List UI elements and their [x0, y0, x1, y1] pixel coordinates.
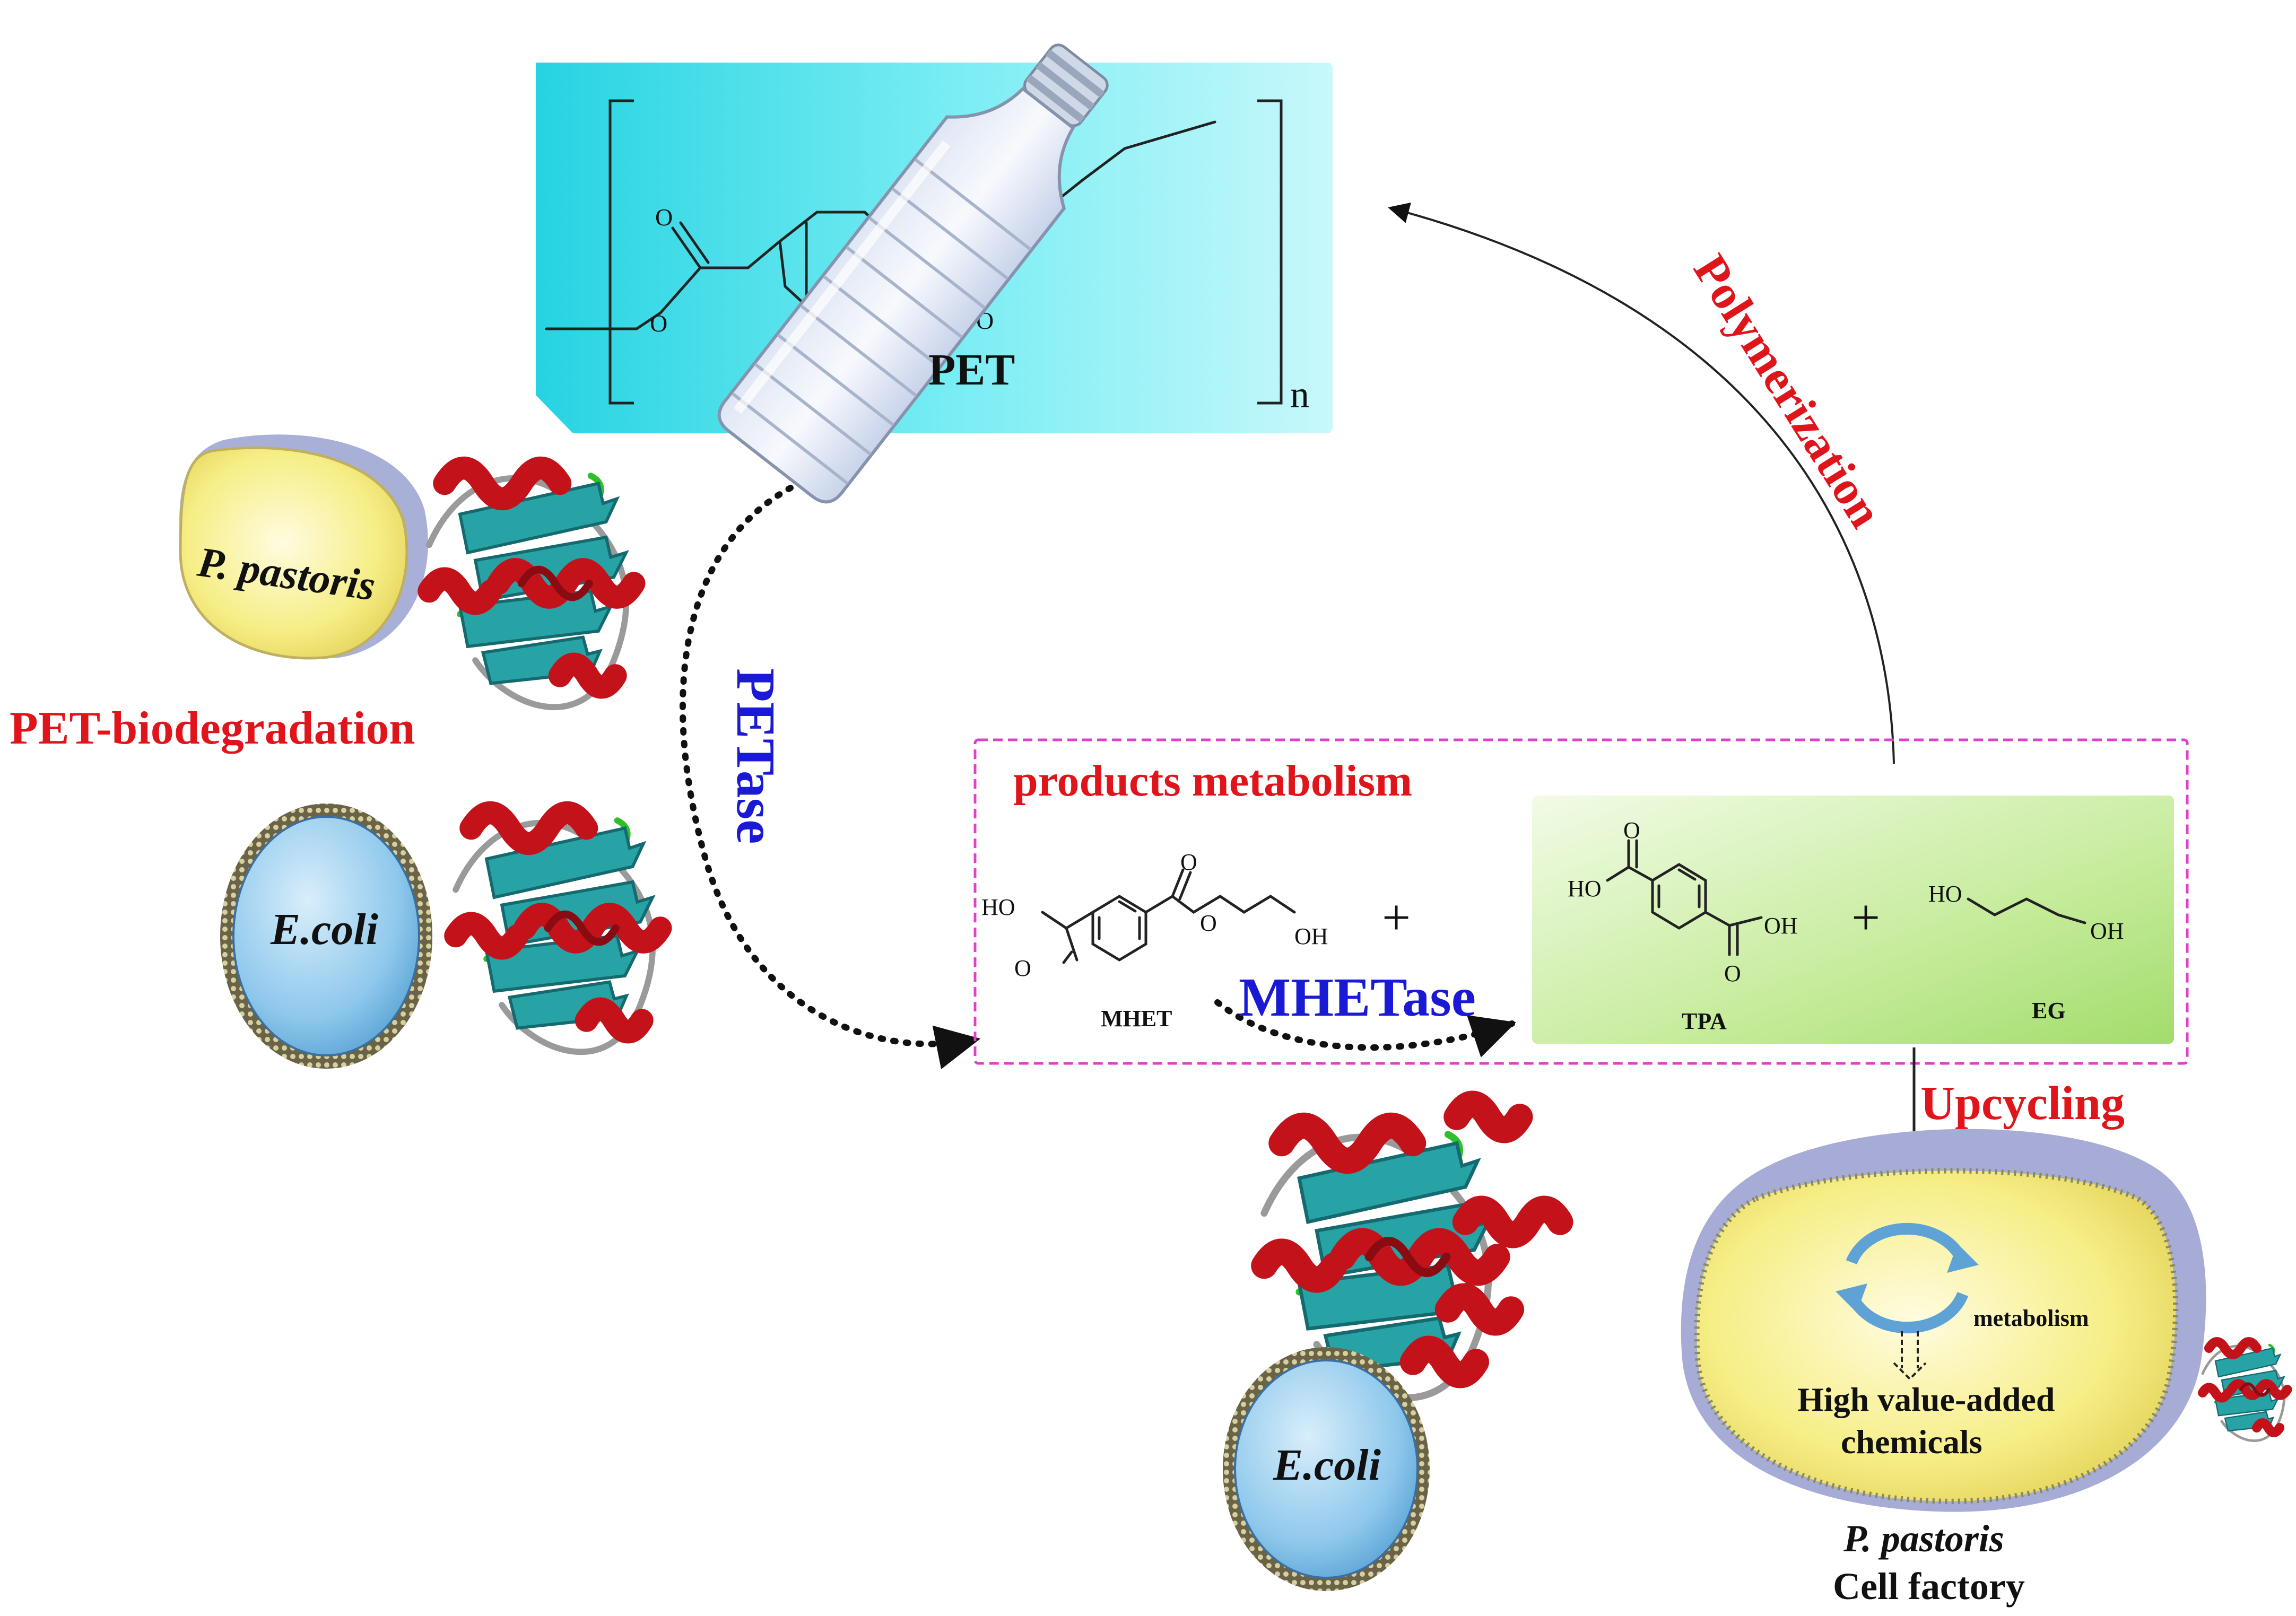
- p-pastoris-label-bottom: P. pastoris: [1843, 1517, 2004, 1560]
- plus-sign-2: +: [1851, 889, 1880, 946]
- eg-atom-oh: OH: [2090, 918, 2124, 944]
- mhet-structure: [1041, 868, 1296, 964]
- e-coli-label-left: E.coli: [270, 905, 378, 954]
- mhet-atom-ho: HO: [981, 894, 1015, 920]
- upcycling-label: Upcycling: [1920, 1077, 2125, 1130]
- small-protein-right: [2203, 1342, 2288, 1441]
- eg-name: EG: [2032, 998, 2066, 1024]
- mhet-atom-o1: O: [1014, 955, 1031, 981]
- repeat-n: n: [1290, 373, 1309, 416]
- tpa-name: TPA: [1682, 1008, 1727, 1034]
- petase-protein-top: [429, 468, 634, 707]
- products-green-box: [1532, 796, 2174, 1044]
- mhet-atom-o2: O: [1180, 849, 1197, 875]
- eg-structure: [1967, 897, 2086, 924]
- metabolism-cycle-icon: [1836, 1222, 1979, 1334]
- right-bracket: [1257, 99, 1283, 405]
- pet-biodegradation-label: PET-biodegradation: [10, 703, 415, 754]
- e-coli-cell-bottom: E.coli: [1223, 1347, 1430, 1591]
- plus-sign-1: +: [1382, 889, 1411, 946]
- polymerization-label: Polymerization: [1683, 246, 1892, 536]
- petase-protein-bottom: [456, 813, 660, 1052]
- pet-label: PET: [928, 345, 1015, 395]
- dashed-down-arrow: [1893, 1331, 1927, 1381]
- yeast-cell: [179, 446, 408, 660]
- pet-polymer-panel: n O O O O PET: [536, 43, 1333, 504]
- tpa-atom-o-top: O: [1623, 817, 1640, 843]
- products-metabolism-title: products metabolism: [1013, 756, 1412, 806]
- mhetase-arrow: [1214, 999, 1516, 1058]
- left-bracket: [608, 99, 634, 405]
- product-line-2: chemicals: [1841, 1423, 1982, 1461]
- plastic-bottle-icon: [717, 43, 1109, 504]
- tpa-structure: [1606, 839, 1763, 956]
- tpa-atom-o-bottom: O: [1724, 960, 1741, 986]
- polymerization-arrow: Polymerization: [1388, 202, 1895, 764]
- petase-arrow: PETase: [679, 485, 981, 1069]
- products-metabolism-panel: products metabolism HO O O O OH MHET + M…: [973, 738, 2189, 1065]
- yeast-cell-large: [1694, 1168, 2179, 1504]
- mhet-atom-o3: O: [1200, 910, 1217, 936]
- metabolism-label: metabolism: [1973, 1305, 2089, 1331]
- pet-atom-o2: O: [650, 310, 667, 337]
- petase-label: PETase: [725, 668, 786, 844]
- mhet-atom-oh: OH: [1294, 923, 1328, 949]
- cell-factory: metabolism High value-added chemicals P.…: [1681, 1129, 2206, 1608]
- eg-atom-ho: HO: [1928, 881, 1962, 907]
- product-line-1: High value-added: [1797, 1381, 2055, 1418]
- p-pastoris-cell-left: P. pastoris: [179, 434, 428, 660]
- tpa-atom-ho: HO: [1568, 876, 1602, 902]
- metabolism-dashed-box: [973, 738, 2189, 1065]
- e-coli-cell-left: E.coli: [220, 803, 432, 1069]
- e-coli-label-bottom: E.coli: [1273, 1440, 1381, 1490]
- tpa-atom-oh: OH: [1764, 913, 1798, 939]
- pet-atom-o1: O: [655, 204, 673, 231]
- mhetase-protein: [1264, 1090, 1573, 1397]
- cell-factory-label: Cell factory: [1833, 1565, 2025, 1608]
- mhetase-label: MHETase: [1239, 967, 1476, 1028]
- mhet-name: MHET: [1101, 1006, 1172, 1032]
